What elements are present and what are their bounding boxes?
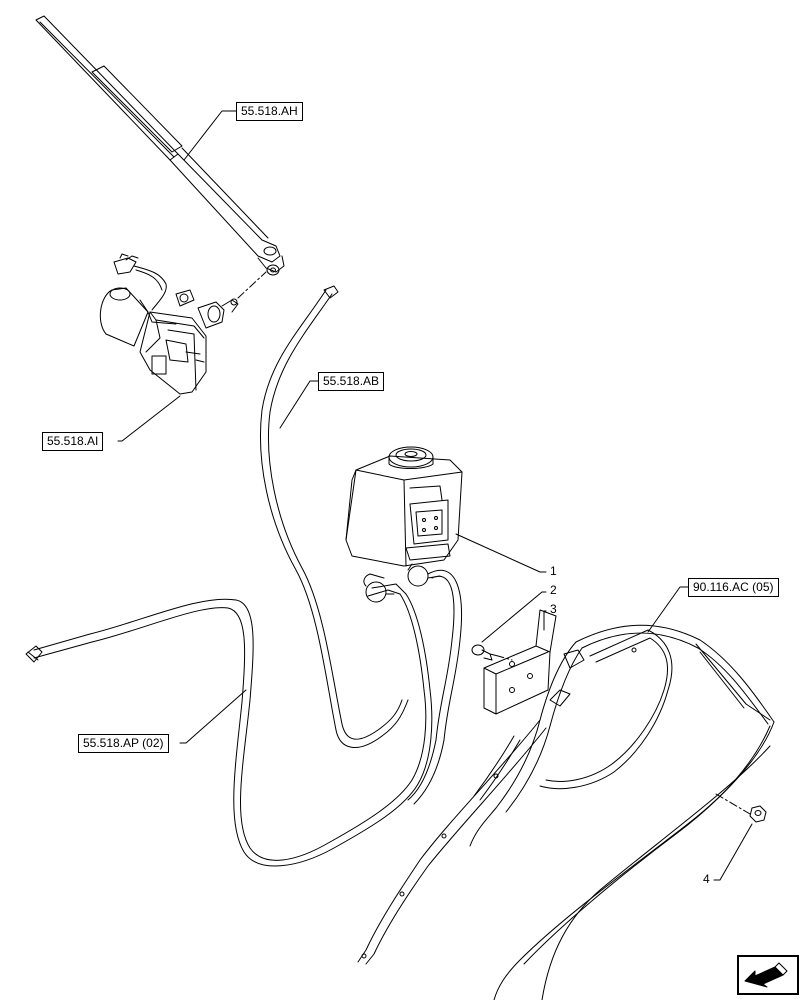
washer-reservoir: [345, 446, 463, 603]
ref-wiper-motor[interactable]: 55.518.AI: [42, 432, 104, 451]
ref-wiper-arm[interactable]: 55.518.AH: [236, 102, 303, 121]
screw-and-bracket: [471, 609, 557, 715]
washer-hoses: [25, 285, 463, 867]
ref-fender[interactable]: 90.116.AC (05): [688, 578, 779, 597]
wiper-motor: [99, 253, 239, 395]
callout-nut: 4: [703, 872, 710, 886]
callout-bracket: 3: [550, 602, 557, 616]
callout-screw: 2: [550, 583, 557, 597]
leader-lines: [117, 110, 753, 881]
arrow-icon: [744, 962, 788, 988]
fender-cab-outline: [357, 624, 775, 1000]
ref-washer-hose[interactable]: 55.518.AB: [318, 372, 385, 391]
nut: [749, 805, 767, 823]
ref-washer-hose-2[interactable]: 55.518.AP (02): [78, 734, 169, 753]
callout-reservoir: 1: [550, 564, 557, 578]
next-page-button[interactable]: [737, 955, 799, 995]
wiper-arm-assembly: [35, 15, 285, 276]
